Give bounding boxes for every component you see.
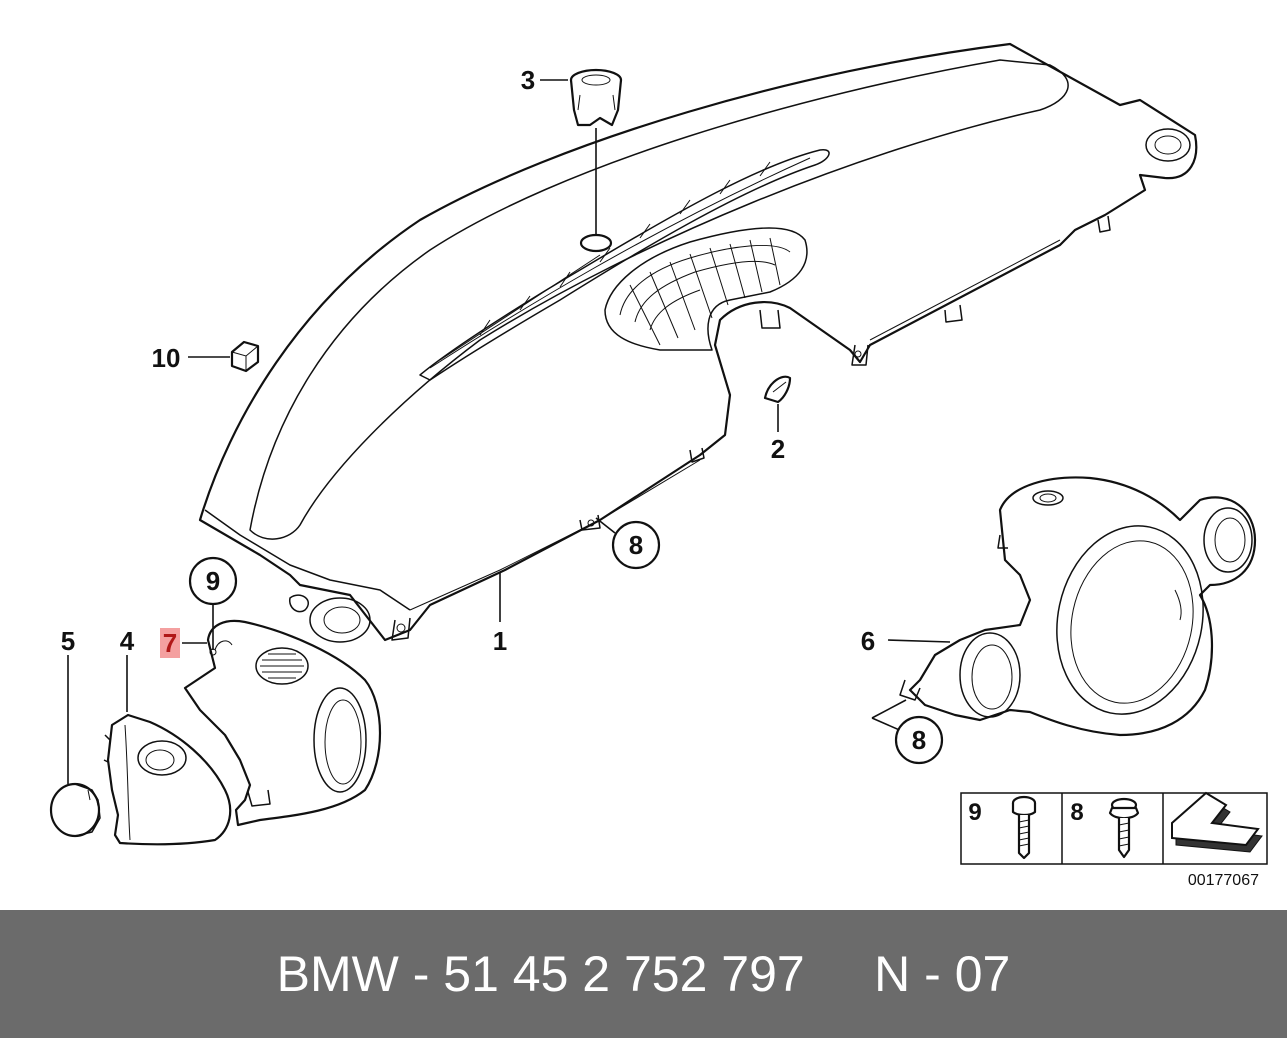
callout-circle-8-upper bbox=[611, 520, 661, 570]
footer-bar: BMW - 51 45 2 752 797 N - 07 bbox=[0, 910, 1287, 1038]
label-4: 4 bbox=[120, 626, 135, 656]
label-8-upper: 8 bbox=[629, 530, 643, 560]
reference-number: 00177067 bbox=[1188, 872, 1259, 889]
label-5: 5 bbox=[61, 626, 75, 656]
part-3-cap bbox=[569, 68, 623, 127]
screw-8-icon bbox=[1108, 797, 1140, 859]
label-3: 3 bbox=[521, 65, 535, 95]
screw-9-icon bbox=[1011, 795, 1037, 860]
dashboard-panel bbox=[198, 42, 1198, 643]
label-9: 9 bbox=[206, 566, 220, 596]
part-10-clip bbox=[230, 340, 260, 373]
part-5-cap bbox=[49, 782, 101, 838]
part-6-cluster-housing bbox=[899, 476, 1257, 737]
label-8-lower: 8 bbox=[912, 725, 926, 755]
part-2-clip bbox=[763, 375, 792, 404]
part-4-trim-piece bbox=[103, 713, 232, 846]
legend-label-8: 8 bbox=[1070, 799, 1083, 826]
arrow-icon bbox=[1171, 791, 1263, 853]
label-7: 7 bbox=[163, 628, 177, 658]
legend-box bbox=[960, 791, 1268, 865]
label-1: 1 bbox=[493, 626, 507, 656]
part-number-caption: BMW - 51 45 2 752 797 N - 07 bbox=[276, 946, 1011, 1002]
callout-circle-8-lower bbox=[894, 715, 944, 765]
label-2: 2 bbox=[771, 434, 785, 464]
label-10: 10 bbox=[152, 343, 181, 373]
part-7-trim-cover bbox=[183, 619, 382, 827]
highlight-7 bbox=[160, 628, 180, 658]
label-6: 6 bbox=[861, 626, 875, 656]
legend-label-9: 9 bbox=[968, 799, 981, 826]
parts-diagram: 3 10 2 8 1 9 7 4 5 6 8 9 8 00177067 bbox=[49, 42, 1268, 889]
